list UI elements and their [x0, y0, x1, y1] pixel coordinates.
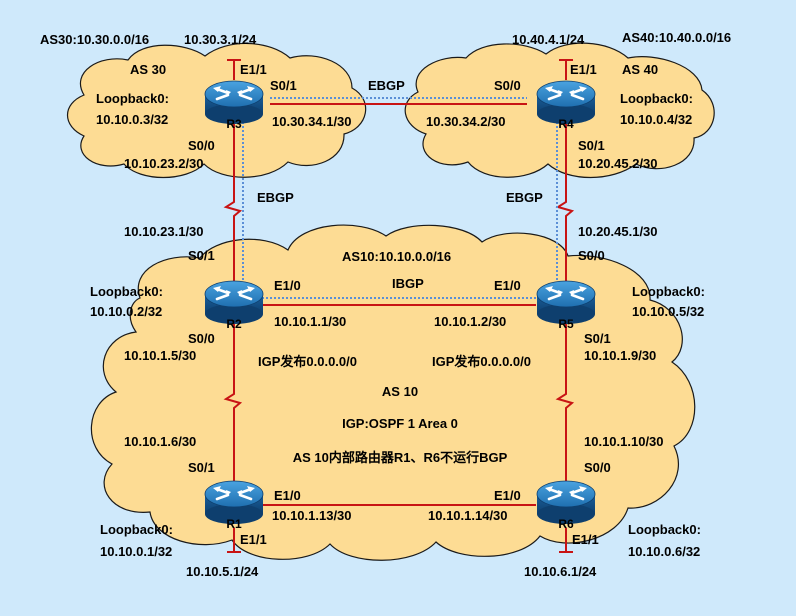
r4-loopback-name: Loopback0: — [620, 91, 693, 106]
r6-s00-interface: S0/0 — [584, 460, 611, 475]
r6-e10-interface: E1/0 — [494, 488, 521, 503]
r3-s00-interface: S0/0 — [188, 138, 215, 153]
session-r3-r2-label: EBGP — [257, 190, 294, 205]
as40-prefix: AS40:10.40.0.0/16 — [622, 30, 731, 45]
r3-loopback-name: Loopback0: — [96, 91, 169, 106]
physical-links — [223, 60, 575, 552]
link-r5-r6 — [555, 320, 575, 482]
router-name: R5 — [558, 317, 574, 331]
session-r4-r5-label: EBGP — [506, 190, 543, 205]
r2-loopback-name: Loopback0: — [90, 284, 163, 299]
r5-loopback-ip: 10.10.0.5/32 — [632, 304, 704, 319]
as30-name: AS 30 — [130, 62, 166, 77]
r5-e10-interface: E1/0 — [494, 278, 521, 293]
router-r4[interactable]: R4 — [535, 79, 597, 131]
session-r2-r5-label: IBGP — [392, 276, 424, 291]
r1-s01-ip: 10.10.1.6/30 — [124, 434, 196, 449]
igp-adv-left: IGP发布0.0.0.0/0 — [258, 354, 357, 369]
link-r2-r1 — [223, 320, 243, 482]
bgp-sessions — [242, 97, 558, 299]
r2-e10-interface: E1/0 — [274, 278, 301, 293]
r6-e11-ip: 10.10.6.1/24 — [524, 564, 597, 579]
router-name: R3 — [226, 117, 242, 131]
lan-caps — [227, 59, 573, 553]
r6-loopback-name: Loopback0: — [628, 522, 701, 537]
r5-e10-ip: 10.10.1.2/30 — [434, 314, 506, 329]
r3-loopback-ip: 10.10.0.3/32 — [96, 112, 168, 127]
as10-note: AS 10内部路由器R1、R6不运行BGP — [293, 450, 508, 465]
as30-prefix: AS30:10.30.0.0/16 — [40, 32, 149, 47]
r5-s00-ip: 10.20.45.1/30 — [578, 224, 658, 239]
r2-s00-ip: 10.10.1.5/30 — [124, 348, 196, 363]
r4-s01-interface: S0/1 — [578, 138, 605, 153]
r4-e11-ip: 10.40.4.1/24 — [512, 32, 585, 47]
r1-s01-interface: S0/1 — [188, 460, 215, 475]
as40-name: AS 40 — [622, 62, 658, 77]
r3-s01-ip: 10.30.34.1/30 — [272, 114, 352, 129]
r3-e11-ip: 10.30.3.1/24 — [184, 32, 257, 47]
r1-e11-interface: E1/1 — [240, 532, 267, 547]
r4-loopback-ip: 10.10.0.4/32 — [620, 112, 692, 127]
r4-s00-interface: S0/0 — [494, 78, 521, 93]
r1-e10-ip: 10.10.1.13/30 — [272, 508, 352, 523]
r3-s00-ip: 10.10.23.2/30 — [124, 156, 204, 171]
router-r3[interactable]: R3 — [203, 79, 265, 131]
r1-loopback-ip: 10.10.0.1/32 — [100, 544, 172, 559]
r1-loopback-name: Loopback0: — [100, 522, 173, 537]
session-r3-r4-label: EBGP — [368, 78, 405, 93]
as10-prefix: AS10:10.10.0.0/16 — [342, 249, 451, 264]
r6-e11-interface: E1/1 — [572, 532, 599, 547]
r4-s00-ip: 10.30.34.2/30 — [426, 114, 506, 129]
r1-e11-ip: 10.10.5.1/24 — [186, 564, 259, 579]
router-name: R2 — [226, 317, 242, 331]
link-r4-r5 — [555, 118, 575, 282]
as10-name: AS 10 — [382, 384, 418, 399]
r5-s00-interface: S0/0 — [578, 248, 605, 263]
r5-s01-ip: 10.10.1.9/30 — [584, 348, 656, 363]
r6-loopback-ip: 10.10.0.6/32 — [628, 544, 700, 559]
router-r5[interactable]: R5 — [535, 279, 597, 331]
r2-loopback-ip: 10.10.0.2/32 — [90, 304, 162, 319]
router-name: R6 — [558, 517, 574, 531]
igp-adv-right: IGP发布0.0.0.0/0 — [432, 354, 531, 369]
r2-e10-ip: 10.10.1.1/30 — [274, 314, 346, 329]
r4-s01-ip: 10.20.45.2/30 — [578, 156, 658, 171]
r6-s00-ip: 10.10.1.10/30 — [584, 434, 664, 449]
router-r2[interactable]: R2 — [203, 279, 265, 331]
router-name: R1 — [226, 517, 242, 531]
r2-s01-interface: S0/1 — [188, 248, 215, 263]
r4-e11-interface: E1/1 — [570, 62, 597, 77]
r5-loopback-name: Loopback0: — [632, 284, 705, 299]
r3-e11-interface: E1/1 — [240, 62, 267, 77]
r6-e10-ip: 10.10.1.14/30 — [428, 508, 508, 523]
router-r1[interactable]: R1 — [203, 479, 265, 531]
as10-igp: IGP:OSPF 1 Area 0 — [342, 416, 458, 431]
r1-e10-interface: E1/0 — [274, 488, 301, 503]
r3-s01-interface: S0/1 — [270, 78, 297, 93]
router-name: R4 — [558, 117, 574, 131]
link-r3-r2 — [223, 118, 243, 282]
r5-s01-interface: S0/1 — [584, 331, 611, 346]
router-r6[interactable]: R6 — [535, 479, 597, 531]
r2-s01-ip: 10.10.23.1/30 — [124, 224, 204, 239]
r2-s00-interface: S0/0 — [188, 331, 215, 346]
